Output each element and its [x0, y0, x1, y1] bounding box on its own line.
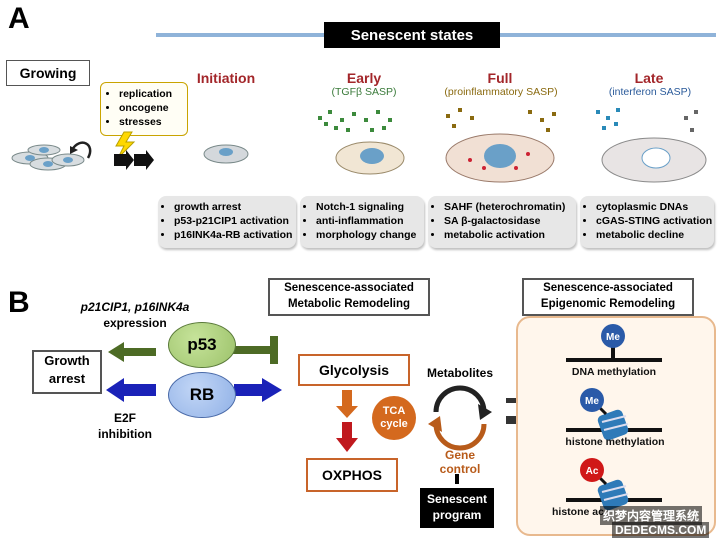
stage-title-initiation: Initiation — [196, 70, 256, 86]
stage-item: growth arrest — [174, 200, 296, 214]
expression-label-2: expression — [103, 316, 167, 330]
dna-methylation-label: DNA methylation — [571, 366, 657, 378]
histone-acetylation-label: histone ac — [552, 506, 604, 518]
stage-description-late: cytoplasmic DNAs cGAS-STING activation m… — [580, 196, 714, 248]
senescent-program-line: program — [432, 508, 482, 522]
rb-label: RB — [189, 385, 215, 404]
rb-node: RB — [168, 372, 236, 418]
trigger-item: replication — [119, 87, 187, 101]
header-line: Senescence-associated — [284, 282, 414, 294]
stage-description-early: Notch-1 signaling anti-inflammation morp… — [300, 196, 424, 248]
initiation-cell-icon — [203, 144, 249, 164]
stage-description-initiation: growth arrest p53-p21CIP1 activation p16… — [158, 196, 296, 248]
e2f-line: inhibition — [98, 427, 152, 441]
watermark-url: DEDECMS.COM — [612, 522, 710, 538]
early-cell-icon — [318, 110, 405, 175]
ac-label: Ac — [586, 466, 599, 477]
stage-title-full: Full — [487, 70, 513, 86]
blue-arrow-left-icon — [106, 378, 156, 402]
glycolysis-label: Glycolysis — [318, 362, 390, 378]
header-line: Metabolic Remodeling — [287, 298, 411, 310]
tca-circle — [372, 396, 416, 440]
stage-title-early: Early — [346, 70, 382, 86]
histone-acetylation-icon: Ac — [566, 458, 662, 511]
double-arrow-icon — [114, 150, 154, 170]
stage-item: p16INK4a-RB activation — [174, 228, 296, 242]
growth-arrest-line: arrest — [48, 371, 86, 386]
epigenomic-remodeling-header: Senescence-associated Epigenomic Remodel… — [522, 278, 694, 316]
dna-methylation-icon: Me — [566, 324, 662, 362]
e2f-line: E2F — [113, 411, 136, 425]
gene-control-line: Gene — [444, 448, 475, 462]
trigger-item: oncogene — [119, 101, 187, 115]
stage-item: metabolic decline — [596, 228, 714, 242]
trigger-list-box: replication oncogene stresses — [100, 82, 188, 136]
watermark-text: 织梦内容管理系统 — [600, 506, 703, 525]
late-cell-icon — [596, 108, 707, 183]
inhibition-arrow-icon — [232, 336, 278, 364]
senescent-program-line: Senescent — [426, 492, 488, 506]
red-arrow-icon — [336, 422, 358, 452]
stage-item: p53-p21CIP1 activation — [174, 214, 296, 228]
p53-node: p53 — [168, 322, 236, 368]
me-label-2: Me — [585, 396, 599, 407]
stage-subtitle-early: (TGFβ SASP) — [331, 86, 397, 98]
growing-cells-icon — [11, 141, 92, 171]
growth-arrest-line: Growth — [44, 353, 90, 368]
stage-description-full: SAHF (heterochromatin) SA β-galactosidas… — [428, 196, 576, 248]
tca-line: cycle — [380, 418, 408, 430]
stage-title-late: Late — [634, 70, 664, 86]
green-arrow-icon — [108, 342, 156, 362]
senescence-cells-illustration — [11, 108, 707, 183]
tca-line: TCA — [382, 405, 406, 417]
stage-item: metabolic activation — [444, 228, 576, 242]
senescent-program-box: Senescent program — [420, 488, 494, 528]
stage-item: morphology change — [316, 228, 424, 242]
stage-item: cytoplasmic DNAs — [596, 200, 714, 214]
orange-arrow-icon — [336, 390, 358, 418]
stage-subtitle-full: (proinflammatory SASP) — [444, 86, 558, 98]
gene-control-line: control — [439, 462, 481, 476]
senescent-states-banner: Senescent states — [324, 22, 500, 48]
tca-label: TCA cycle — [372, 405, 416, 431]
pathway-arrows — [106, 336, 534, 484]
oxphos-box: OXPHOS — [306, 458, 398, 492]
gene-control-label: Gene control — [430, 448, 490, 476]
stage-item: SAHF (heterochromatin) — [444, 200, 576, 214]
histone-methylation-label: histone methylation — [565, 436, 665, 448]
me-label-1: Me — [606, 332, 620, 343]
metabolic-remodeling-header: Senescence-associated Metabolic Remodeli… — [268, 278, 430, 316]
header-line: Epigenomic Remodeling — [540, 298, 676, 310]
blue-arrow-right-icon — [234, 378, 282, 402]
glycolysis-box: Glycolysis — [298, 354, 410, 386]
epigenomic-illustration: Me Me Ac — [566, 324, 662, 511]
expression-label: p21CIP1, p16INK4a — [80, 300, 190, 314]
stage-item: anti-inflammation — [316, 214, 424, 228]
stage-subtitle-late: (interferon SASP) — [608, 86, 692, 98]
growing-label: Growing — [6, 60, 90, 86]
stage-item: Notch-1 signaling — [316, 200, 424, 214]
full-cell-icon — [445, 108, 556, 183]
growth-arrest-box: Growth arrest — [32, 350, 102, 394]
panel-a-letter: A — [8, 2, 30, 35]
e2f-inhibition-label: E2F inhibition — [90, 410, 160, 442]
histone-methylation-icon: Me — [566, 388, 662, 441]
header-line: Senescence-associated — [543, 282, 673, 294]
oxphos-label: OXPHOS — [322, 467, 382, 483]
stage-item: SA β-galactosidase — [444, 214, 576, 228]
panel-b-letter: B — [8, 286, 30, 319]
p53-label: p53 — [187, 335, 217, 354]
trigger-item: stresses — [119, 115, 187, 129]
stage-item: cGAS-STING activation — [596, 214, 714, 228]
metabolites-label: Metabolites — [426, 366, 493, 380]
metabolite-cycle-icon — [428, 385, 492, 451]
